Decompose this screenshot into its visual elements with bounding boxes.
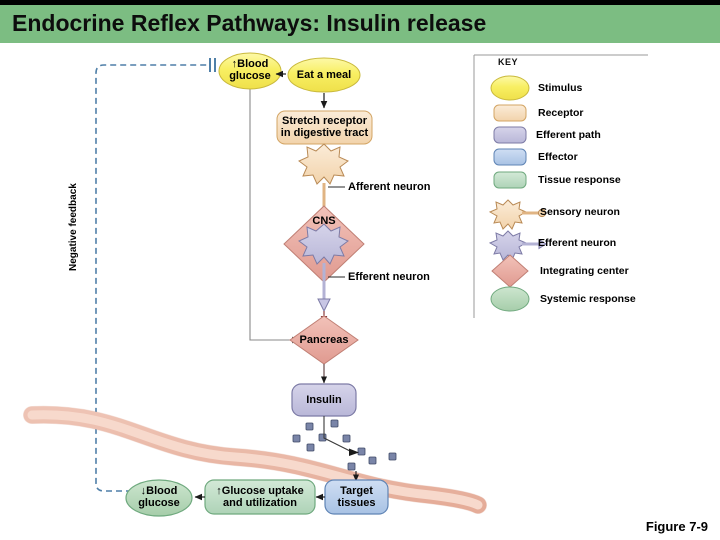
node-blood-glucose-up-line2: glucose (229, 70, 271, 82)
key-item-stimulus: Stimulus (538, 82, 583, 94)
diagram-stage: ↑Blood glucose Eat a meal Stretch recept… (0, 43, 720, 540)
node-glucose-uptake[interactable]: ↑Glucose uptake and utilization (205, 485, 315, 509)
node-stretch-receptor-line2: in digestive tract (280, 127, 369, 139)
node-target-tissues-line1: Target (340, 485, 373, 497)
key-item-effector: Effector (538, 151, 578, 163)
node-pancreas-label: Pancreas (299, 334, 349, 346)
label-efferent-neuron: Efferent neuron (348, 271, 430, 283)
node-insulin-label: Insulin (306, 394, 342, 406)
node-cns[interactable]: CNS (294, 215, 354, 227)
node-cns-label: CNS (312, 215, 336, 227)
node-blood-glucose-down-line1: ↓Blood (140, 485, 178, 497)
key-item-receptor: Receptor (538, 107, 584, 119)
page-title: Endocrine Reflex Pathways: Insulin relea… (12, 10, 487, 36)
node-pancreas[interactable]: Pancreas (294, 334, 354, 346)
key-item-efferent-path: Efferent path (536, 129, 601, 141)
key-item-efferent-neuron: Efferent neuron (538, 237, 617, 249)
node-stretch-receptor[interactable]: Stretch receptor in digestive tract (277, 115, 372, 139)
label-negative-feedback: Negative feedback (68, 183, 79, 271)
key-item-integrating-center: Integrating center (540, 265, 629, 277)
node-eat-a-meal-label: Eat a meal (296, 69, 352, 81)
node-eat-a-meal[interactable]: Eat a meal (288, 69, 360, 81)
key-item-tissue-response: Tissue response (538, 174, 621, 186)
node-glucose-uptake-line2: and utilization (223, 497, 297, 509)
node-target-tissues[interactable]: Target tissues (325, 485, 388, 509)
node-target-tissues-line2: tissues (337, 497, 376, 509)
figure-caption: Figure 7-9 (645, 519, 708, 534)
node-glucose-uptake-line1: ↑Glucose uptake (216, 485, 304, 497)
node-insulin[interactable]: Insulin (292, 394, 356, 406)
slide-title-bar: Endocrine Reflex Pathways: Insulin relea… (0, 5, 720, 43)
label-afferent-neuron: Afferent neuron (348, 181, 431, 193)
node-blood-glucose-up-line1: ↑Blood (231, 58, 269, 70)
node-blood-glucose-down-line2: glucose (138, 497, 180, 509)
key-item-systemic-response: Systemic response (540, 293, 636, 305)
node-blood-glucose-down[interactable]: ↓Blood glucose (129, 485, 189, 509)
diagram-graphics (23, 52, 648, 517)
top-black-strip (0, 0, 720, 5)
key-title: KEY (498, 57, 519, 67)
key-item-sensory-neuron: Sensory neuron (540, 206, 620, 218)
node-stretch-receptor-line1: Stretch receptor (282, 115, 367, 127)
node-blood-glucose-up[interactable]: ↑Blood glucose (220, 58, 280, 82)
